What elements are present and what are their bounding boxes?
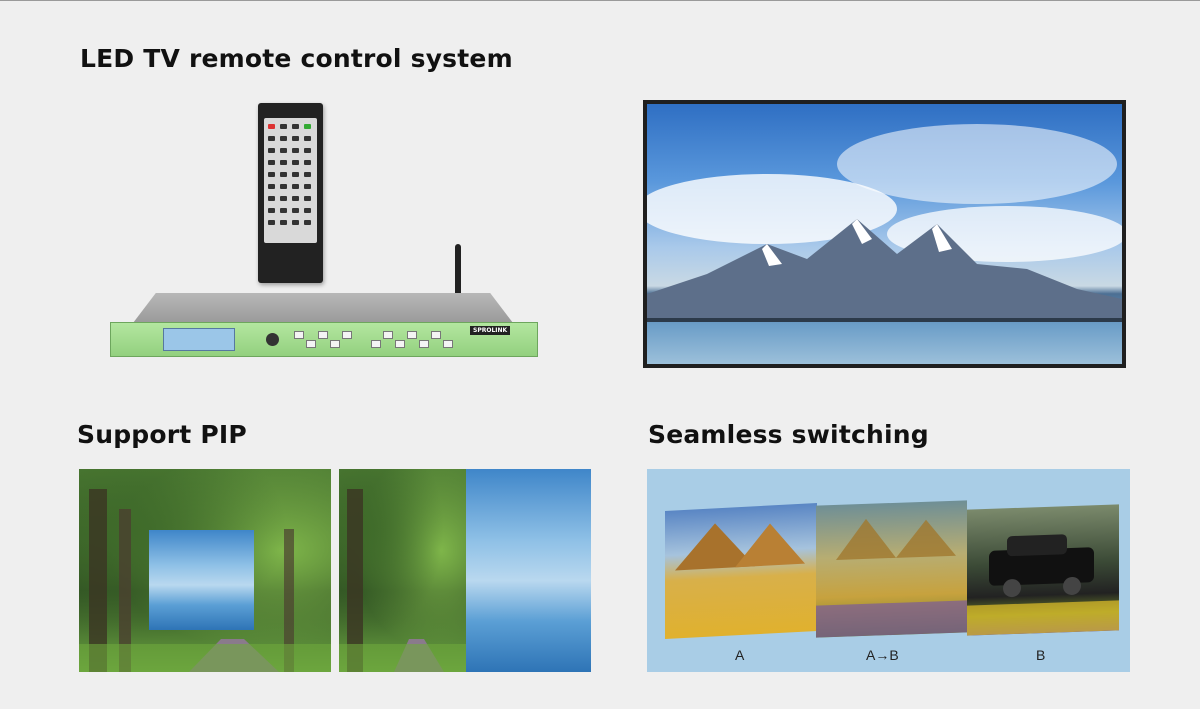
remote-key xyxy=(268,136,275,141)
remote-key xyxy=(292,136,299,141)
pip-forest-image xyxy=(79,469,331,672)
pip-split-water xyxy=(466,469,591,672)
front-panel-button xyxy=(330,340,340,348)
controller-top-panel xyxy=(133,293,513,323)
remote-key xyxy=(268,196,275,201)
front-panel-button xyxy=(342,331,352,339)
pip-inset-water xyxy=(149,530,254,630)
pyramids-illustration xyxy=(675,523,805,571)
rotary-knob xyxy=(266,333,279,346)
remote-key xyxy=(304,124,311,129)
remote-key xyxy=(280,160,287,165)
remote-key xyxy=(280,124,287,129)
tv-display-image xyxy=(643,100,1126,368)
seamless-switching-image: A A→B B xyxy=(647,469,1130,672)
front-panel-button xyxy=(443,340,453,348)
remote-key xyxy=(280,136,287,141)
front-panel-button xyxy=(318,331,328,339)
remote-key xyxy=(268,208,275,213)
remote-key xyxy=(304,184,311,189)
front-panel-button xyxy=(431,331,441,339)
remote-key xyxy=(304,220,311,225)
remote-key xyxy=(268,148,275,153)
heading-remote-control: LED TV remote control system xyxy=(80,44,513,73)
forest-road-illustration xyxy=(79,489,331,672)
frame-a-pyramids xyxy=(665,503,817,639)
remote-key xyxy=(304,172,311,177)
heading-seamless-switching: Seamless switching xyxy=(648,420,929,449)
lcd-display xyxy=(163,328,235,351)
forest-half-illustration xyxy=(339,489,466,672)
remote-keypad xyxy=(264,118,317,243)
remote-key xyxy=(268,184,275,189)
frame-b-car xyxy=(967,504,1119,636)
remote-key xyxy=(268,172,275,177)
front-panel-button xyxy=(407,331,417,339)
remote-key xyxy=(304,208,311,213)
tv-screen-landscape xyxy=(647,104,1122,364)
remote-key xyxy=(292,172,299,177)
label-a: A xyxy=(735,647,745,663)
remote-key xyxy=(280,220,287,225)
remote-key xyxy=(292,208,299,213)
front-panel-button xyxy=(306,340,316,348)
mountain-illustration xyxy=(647,124,1122,322)
remote-key xyxy=(268,220,275,225)
remote-key xyxy=(304,160,311,165)
controller-front-panel: SPROLINK xyxy=(110,322,538,357)
remote-key xyxy=(292,160,299,165)
remote-control-image xyxy=(258,103,323,283)
remote-key xyxy=(280,184,287,189)
remote-key xyxy=(280,148,287,153)
remote-key xyxy=(292,220,299,225)
car-illustration xyxy=(967,534,1119,636)
front-panel-button xyxy=(383,331,393,339)
remote-key xyxy=(304,136,311,141)
remote-key xyxy=(292,184,299,189)
remote-key xyxy=(304,196,311,201)
remote-key xyxy=(292,196,299,201)
remote-key xyxy=(268,124,275,129)
remote-key xyxy=(280,196,287,201)
remote-key xyxy=(304,148,311,153)
remote-key xyxy=(292,148,299,153)
front-panel-button xyxy=(294,331,304,339)
remote-key xyxy=(268,160,275,165)
top-divider xyxy=(0,0,1200,1)
front-panel-button xyxy=(419,340,429,348)
remote-key xyxy=(292,124,299,129)
antenna xyxy=(455,244,461,296)
remote-key xyxy=(280,172,287,177)
brand-badge: SPROLINK xyxy=(470,326,511,335)
remote-key xyxy=(280,208,287,213)
transition-illustration xyxy=(816,518,967,638)
front-panel-button xyxy=(395,340,405,348)
front-panel-button xyxy=(371,340,381,348)
label-a-to-b: A→B xyxy=(866,647,899,663)
label-b: B xyxy=(1036,647,1046,663)
frame-ab-transition xyxy=(816,500,967,638)
pip-split-forest xyxy=(339,469,466,672)
heading-support-pip: Support PIP xyxy=(77,420,247,449)
